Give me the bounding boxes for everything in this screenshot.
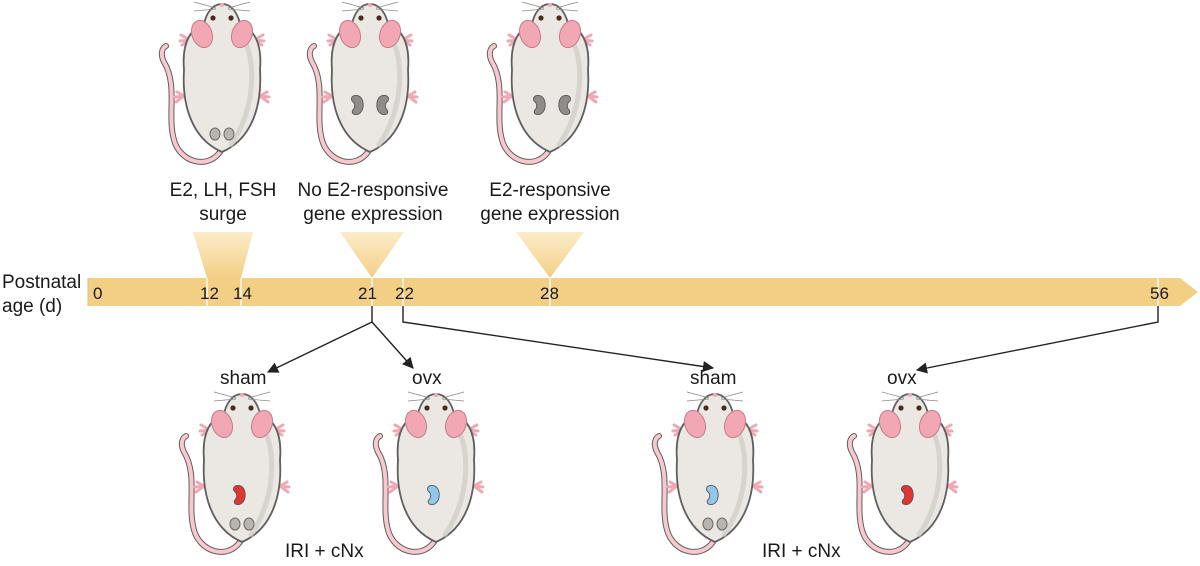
tick-label-12: 12 <box>200 284 219 303</box>
surge-label-line2: surge <box>199 204 247 225</box>
tick-label-14: 14 <box>233 284 252 303</box>
ovary-icon <box>702 517 714 531</box>
mouse-icon <box>490 2 597 162</box>
no-response-label-line1: No E2-responsive <box>297 180 448 201</box>
group2-ovx-label: ovx <box>887 368 917 389</box>
group2-procedure-label: IRI + cNx <box>762 541 841 562</box>
no-response-label-line2: gene expression <box>303 204 442 225</box>
tick-label-22: 22 <box>395 284 414 303</box>
mouse-icon <box>182 392 289 552</box>
group1-ovx-label: ovx <box>412 368 442 389</box>
tick-label-28: 28 <box>540 284 559 303</box>
ovary-icon <box>223 127 235 141</box>
response-label-line2: gene expression <box>480 204 619 225</box>
group1-sham-label: sham <box>220 368 266 389</box>
mouse-icon <box>655 392 762 552</box>
tick-label-56: 56 <box>1150 284 1169 303</box>
axis-label-line1: Postnatal <box>2 272 81 293</box>
surge-label-line1: E2, LH, FSH <box>170 180 277 201</box>
tick-label-21: 21 <box>358 284 377 303</box>
axis-label-line2: age (d) <box>2 296 62 317</box>
timeline-bar <box>87 278 1198 306</box>
arrow-icon <box>266 306 1159 374</box>
no-response-funnel <box>340 232 404 278</box>
ovary-icon <box>229 517 241 531</box>
mouse-icon <box>376 392 483 552</box>
group2-sham-label: sham <box>690 368 736 389</box>
tick-label-0: 0 <box>93 284 102 303</box>
ovary-icon <box>243 517 255 531</box>
response-funnel <box>516 232 584 278</box>
timeline-ticks <box>206 278 1159 306</box>
response-label-line1: E2-responsive <box>489 180 610 201</box>
ovary-icon <box>209 127 221 141</box>
mouse-icon <box>162 2 269 162</box>
mouse-icon <box>310 2 417 162</box>
surge-funnel <box>193 232 253 278</box>
mouse-icon <box>850 392 957 552</box>
ovary-icon <box>716 517 728 531</box>
group1-procedure-label: IRI + cNx <box>285 541 364 562</box>
